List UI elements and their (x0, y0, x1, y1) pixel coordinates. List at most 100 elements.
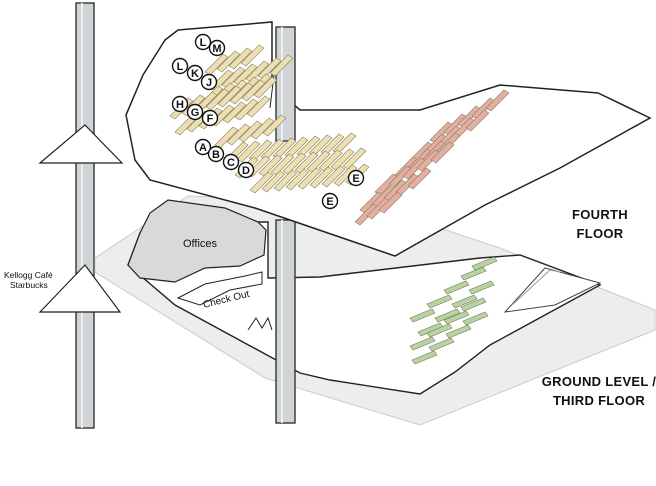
stack-shelf (229, 82, 254, 105)
shelf-marker-m[interactable]: M (208, 39, 226, 57)
stack-shelf (233, 63, 258, 86)
stack-shelf (342, 147, 367, 170)
shelf-marker-l[interactable]: L (171, 57, 189, 75)
stack-shelf (270, 153, 295, 176)
stack-shelf-red (485, 89, 510, 112)
stack-shelf (321, 165, 346, 188)
stack-shelf (226, 123, 251, 146)
shelf-marker-f[interactable]: F (201, 109, 219, 127)
middle-pillar-upper (275, 26, 296, 142)
shelf-marker-d[interactable]: D (237, 161, 255, 179)
shelf-marker-e[interactable]: E (347, 169, 365, 187)
shelf-marker-letter: L (177, 61, 184, 73)
stack-shelf-red (407, 167, 432, 190)
stack-shelf (282, 152, 307, 175)
stack-shelf (262, 114, 287, 137)
stack-shelf (216, 50, 241, 73)
ground-stacks (409, 256, 498, 365)
shelf-marker-letter: K (191, 68, 199, 80)
shelf-marker-letter: F (207, 113, 214, 125)
shelf-marker-letter: D (242, 165, 250, 177)
fourth-floor-label-text: FOURTH FLOOR (572, 207, 628, 241)
stack-shelf (246, 95, 271, 118)
shelf-marker-l[interactable]: L (194, 33, 212, 51)
shelf-marker-letter: J (206, 77, 212, 89)
shelf-marker-c[interactable]: C (222, 153, 240, 171)
ground-floor-label-line1: GROUND LEVEL / (541, 374, 656, 389)
stack-shelf (217, 85, 242, 108)
stack-shelf-green (426, 294, 453, 309)
shelf-marker-j[interactable]: J (200, 73, 218, 91)
stack-shelf (309, 166, 334, 189)
stack-shelf (330, 148, 355, 171)
shelf-marker-letter: L (200, 37, 207, 49)
stack-shelf-green (411, 350, 438, 365)
stack-shelf-green (409, 336, 436, 351)
stack-shelf (240, 44, 265, 67)
stack-shelf (294, 151, 319, 174)
shelf-marker-letter: G (191, 107, 200, 119)
fourth-floor-stacks (169, 44, 510, 226)
stack-shelf-green (462, 311, 489, 326)
stack-shelf (257, 57, 282, 80)
stack-shelf (245, 60, 270, 83)
stack-shelf-green (434, 308, 461, 323)
shelf-marker-letter: C (227, 157, 235, 169)
stack-shelf (238, 120, 263, 143)
stack-shelf-green (468, 280, 495, 295)
stack-shelf-green (409, 308, 436, 323)
stack-shelf-green (471, 256, 498, 271)
shelf-marker-e[interactable]: E (321, 192, 339, 210)
shelf-marker-g[interactable]: G (186, 103, 204, 121)
shelf-marker-letter: H (176, 99, 184, 111)
shelf-marker-letter: A (199, 142, 207, 154)
stack-shelf (250, 117, 275, 140)
stack-shelf (236, 140, 261, 163)
stack-shelf (253, 76, 278, 99)
shelf-marker-a[interactable]: A (194, 138, 212, 156)
stack-shelf-green (426, 323, 453, 338)
stack-shelf (333, 164, 358, 187)
stack-shelf-green (451, 294, 478, 309)
offices-room (127, 199, 267, 283)
stack-shelf-green (428, 337, 455, 352)
stack-shelf-green (443, 310, 470, 325)
stack-shelf (297, 167, 322, 190)
stack-shelf (221, 66, 246, 89)
stack-shelf-red (378, 191, 403, 214)
stack-shelf (318, 149, 343, 172)
shelf-marker-letter: B (212, 149, 220, 161)
shelf-marker-k[interactable]: K (186, 64, 204, 82)
shelf-marker-letter: E (352, 173, 359, 185)
stack-shelf-green (460, 297, 487, 312)
stack-shelf (222, 101, 247, 124)
shelf-marker-letter: M (212, 43, 221, 55)
stack-shelf-green (445, 324, 472, 339)
entrance-turnstiles (247, 316, 273, 331)
stack-shelf (261, 170, 286, 193)
stack-shelf (269, 54, 294, 77)
stack-shelf (285, 168, 310, 191)
stack-shelf-red (465, 109, 490, 132)
stack-shelf (273, 169, 298, 192)
stack-shelf (205, 88, 230, 111)
checkout-desk (176, 271, 263, 306)
ground-floor-label-line2: THIRD FLOOR (552, 393, 646, 408)
ground-floor-label: GROUND LEVEL / THIRD FLOOR (540, 372, 656, 410)
cafe-label-line1: Kellogg Café (4, 270, 53, 280)
stack-shelf (258, 154, 283, 177)
cafe-label-line2: Starbucks (10, 280, 48, 290)
stack-shelf (306, 150, 331, 173)
stack-shelf (241, 79, 266, 102)
stack-shelf (228, 47, 253, 70)
stack-shelf-green (443, 280, 470, 295)
fourth-level-triangle (38, 124, 124, 164)
left-pillar (75, 2, 95, 429)
shelf-marker-b[interactable]: B (207, 145, 225, 163)
shelf-marker-h[interactable]: H (171, 95, 189, 113)
stack-shelf (249, 171, 274, 194)
middle-pillar-lower (275, 219, 296, 424)
fourth-floor-label: FOURTH FLOOR (550, 205, 650, 243)
